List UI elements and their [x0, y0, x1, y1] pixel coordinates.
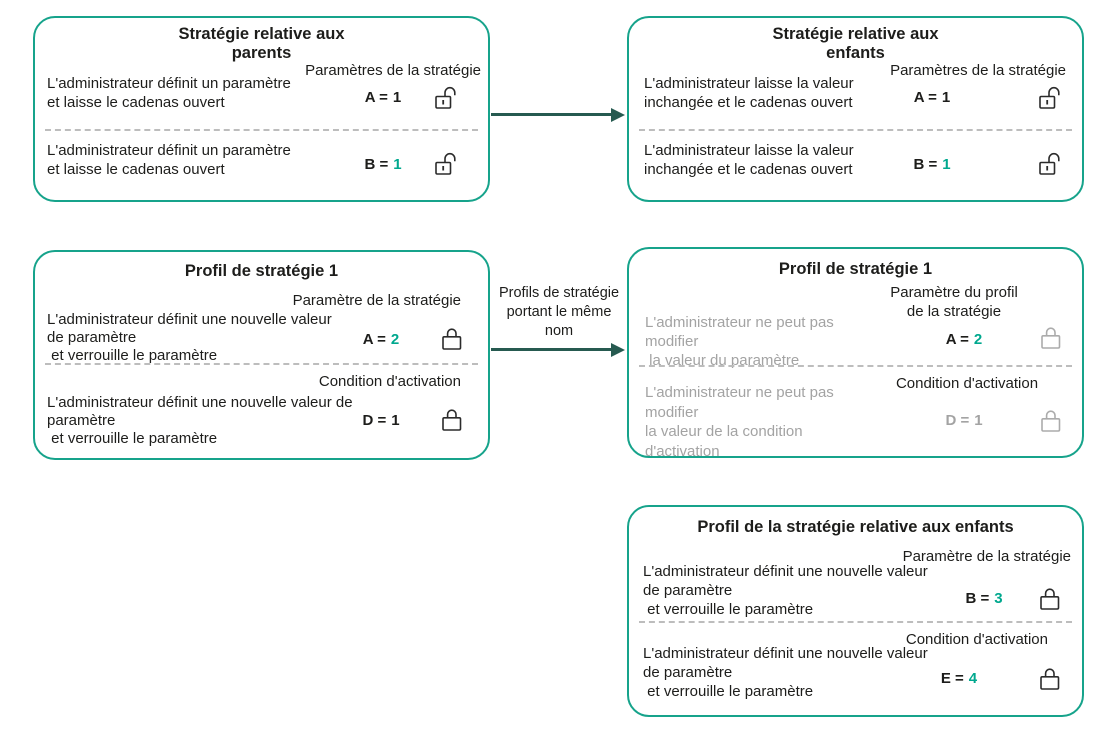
- section-subtitle: Paramètre de la stratégie: [902, 548, 1071, 565]
- section-subtitle: Paramètre du profil de la stratégie: [890, 284, 1018, 320]
- param-value: B =1: [874, 157, 990, 173]
- param-name: B =: [364, 156, 389, 173]
- section-divider: [639, 621, 1072, 623]
- param-value: D =1: [906, 413, 1022, 429]
- box-title: Profil de la stratégie relative aux enfa…: [697, 518, 1014, 536]
- arrow-label: Profils de stratégie portant le même nom: [498, 285, 620, 339]
- arrow-right-icon: [611, 342, 625, 357]
- param-number: 3: [994, 590, 1003, 607]
- param-name: A =: [362, 331, 386, 348]
- param-name: A =: [913, 89, 937, 106]
- section-description: L'administrateur ne peut pas modifier la…: [645, 384, 834, 460]
- section-divider: [639, 365, 1072, 367]
- section-description: L'administrateur laisse la valeur inchan…: [644, 75, 854, 111]
- param-number: 4: [968, 670, 978, 687]
- param-value: E =4: [901, 671, 1017, 687]
- arrow-line: [491, 348, 612, 351]
- box-title: Profil de stratégie 1: [778, 260, 933, 278]
- section-description: L'administrateur ne peut pas modifier la…: [645, 314, 834, 369]
- open-lock-icon: [434, 151, 460, 177]
- closed-lock-icon: [1037, 586, 1063, 612]
- section-subtitle: Paramètres de la stratégie: [890, 62, 1066, 79]
- box-title: Stratégie relative aux parents: [178, 25, 345, 62]
- section-divider: [45, 363, 478, 365]
- box-title: Stratégie relative aux enfants: [772, 25, 939, 62]
- param-name: A =: [364, 89, 388, 106]
- section-description: L'administrateur définit une nouvelle va…: [643, 563, 928, 618]
- closed-lock-icon: [1038, 408, 1064, 434]
- section-divider: [45, 129, 478, 131]
- section-subtitle: Paramètres de la stratégie: [305, 62, 481, 79]
- param-value: A =1: [325, 90, 441, 106]
- section-subtitle: Condition d'activation: [318, 373, 461, 390]
- param-name: D =: [362, 412, 387, 429]
- param-number: 1: [974, 412, 983, 429]
- param-number: 1: [391, 412, 400, 429]
- section-divider: [639, 129, 1072, 131]
- param-number: 2: [390, 331, 400, 348]
- param-value: A =2: [906, 332, 1022, 348]
- section-description: L'administrateur laisse la valeur inchan…: [644, 142, 854, 178]
- open-lock-icon: [1038, 85, 1064, 111]
- param-number: 1: [941, 89, 951, 106]
- section-description: L'administrateur définit une nouvelle va…: [47, 311, 332, 364]
- open-lock-icon: [434, 85, 460, 111]
- param-name: B =: [965, 590, 990, 607]
- param-value: A =1: [874, 90, 990, 106]
- param-name: E =: [940, 670, 964, 687]
- child-policy-profile-box: Profil de la stratégie relative aux enfa…: [627, 505, 1084, 717]
- param-name: B =: [913, 156, 938, 173]
- arrow-right-icon: [611, 107, 625, 122]
- closed-lock-icon: [1038, 325, 1064, 351]
- param-number: 2: [973, 331, 983, 348]
- param-name: D =: [945, 412, 970, 429]
- closed-lock-icon: [439, 407, 465, 433]
- parent-policy-box: Stratégie relative aux parents Paramètre…: [33, 16, 490, 202]
- closed-lock-icon: [439, 326, 465, 352]
- box-title: Profil de stratégie 1: [184, 262, 339, 280]
- arrow-line: [491, 113, 612, 116]
- param-number: 1: [392, 89, 402, 106]
- section-subtitle: Condition d'activation: [905, 631, 1048, 648]
- policy-profile-1-box: Profil de stratégie 1 Paramètre de la st…: [33, 250, 490, 460]
- section-subtitle: Paramètre de la stratégie: [292, 292, 461, 309]
- child-policy-box: Stratégie relative aux enfants Paramètre…: [627, 16, 1084, 202]
- param-number: 1: [942, 156, 951, 173]
- open-lock-icon: [1038, 151, 1064, 177]
- param-value: B =1: [325, 157, 441, 173]
- section-description: L'administrateur définit une nouvelle va…: [47, 394, 353, 447]
- closed-lock-icon: [1037, 666, 1063, 692]
- param-value: B =3: [926, 591, 1042, 607]
- policy-profile-1-child-box: Profil de stratégie 1 Paramètre du profi…: [627, 247, 1084, 460]
- section-description: L'administrateur définit une nouvelle va…: [643, 645, 928, 700]
- section-description: L'administrateur définit un paramètre et…: [47, 75, 291, 111]
- param-name: A =: [945, 331, 969, 348]
- section-description: L'administrateur définit un paramètre et…: [47, 142, 291, 178]
- param-value: D =1: [323, 413, 439, 429]
- param-value: A =2: [323, 332, 439, 348]
- param-number: 1: [393, 156, 402, 173]
- section-subtitle: Condition d'activation: [895, 375, 1039, 392]
